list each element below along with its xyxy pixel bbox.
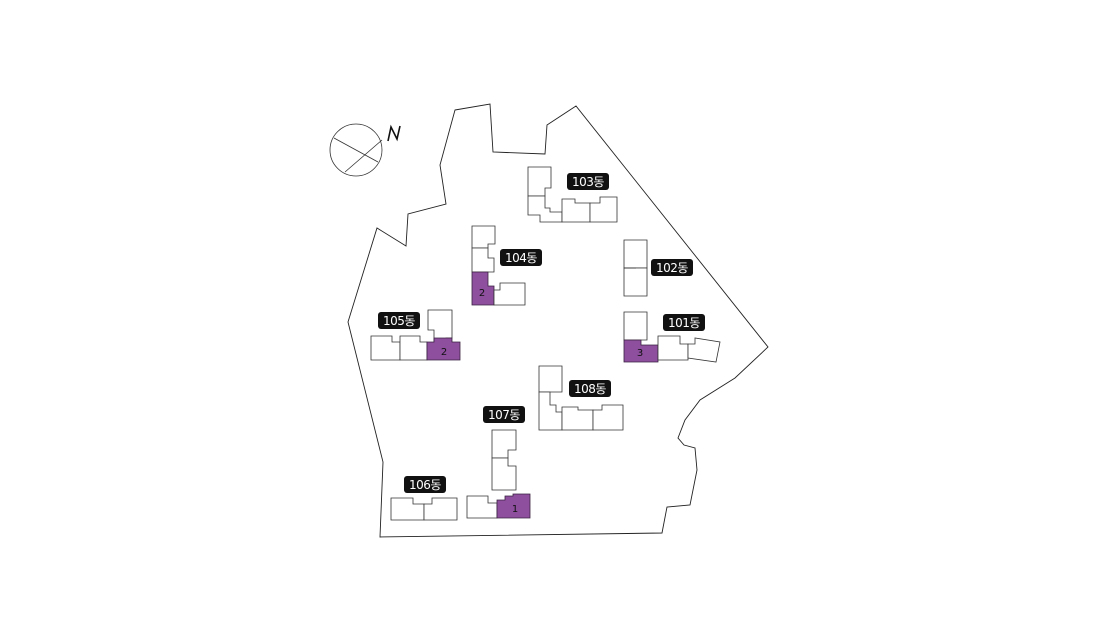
building-label: 102동 (656, 261, 688, 275)
highlight-unit-number: 2 (479, 288, 485, 299)
building-102[interactable]: 102동 (623, 239, 693, 297)
building-label: 107동 (488, 408, 520, 422)
building-107[interactable]: 1 107동 (466, 406, 531, 519)
building-106[interactable]: 106동 (390, 476, 458, 521)
building-104[interactable]: 2 104동 (471, 225, 542, 306)
highlight-unit-number: 2 (441, 347, 447, 358)
building-103[interactable]: 103동 (527, 166, 618, 223)
site-boundary (347, 103, 769, 538)
north-arrow-icon (387, 124, 401, 142)
compass-east-west-line (333, 137, 379, 163)
compass-needle-line (344, 139, 383, 173)
building-label: 104동 (505, 251, 537, 265)
compass: N (329, 123, 401, 177)
building-108[interactable]: 108동 (538, 365, 624, 431)
building-label: 103동 (572, 175, 604, 189)
building-105[interactable]: 2 105동 (370, 309, 461, 361)
compass-circle-icon (329, 123, 383, 177)
building-label: 101동 (668, 316, 700, 330)
highlight-unit-number: 1 (512, 504, 518, 515)
highlight-unit-number: 3 (637, 348, 643, 359)
building-label: 108동 (574, 382, 606, 396)
building-label: 106동 (409, 478, 441, 492)
building-label: 105동 (383, 314, 415, 328)
building-101[interactable]: 3 101동 (623, 311, 721, 363)
